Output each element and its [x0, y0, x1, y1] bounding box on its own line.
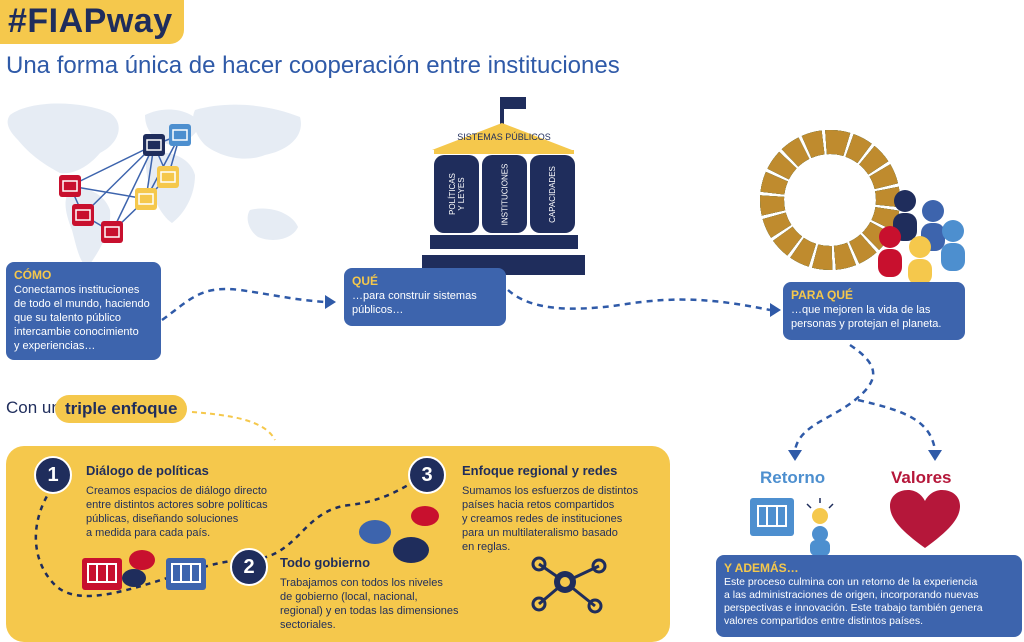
ademas-heading: Y ADEMÁS… [724, 561, 799, 575]
para-que-heading: PARA QUÉ [791, 288, 854, 302]
lightbulb-idea-icon [806, 498, 834, 556]
hashtag-title: #FIAPway [8, 2, 173, 40]
valores-label: Valores [891, 468, 952, 487]
page-subtitle: Una forma única de hacer cooperación ent… [6, 52, 620, 79]
hashtag-banner: #FIAPway [0, 0, 184, 44]
ademas-text: Este proceso culmina con un retorno de l… [724, 576, 983, 627]
public-systems-building: SISTEMAS PÚBLICOS POLÍTICAS Y LEYES INST… [420, 95, 586, 280]
como-heading: CÓMO [14, 268, 52, 282]
step-number-3: 3 [408, 456, 446, 494]
building-icon [422, 97, 586, 275]
para-que-box: PARA QUÉ …que mejoren la vida de las per… [783, 282, 965, 340]
approach-1-text: Creamos espacios de diálogo directo entr… [86, 485, 268, 539]
approaches-panel [6, 446, 670, 642]
sdg-wheel-people-illustration [760, 130, 965, 285]
institution-node-icon [143, 134, 165, 156]
speech-bubbles-icon [359, 506, 439, 563]
approach-1-title: Diálogo de políticas [86, 463, 209, 478]
para-que-text: …que mejoren la vida de las personas y p… [791, 304, 942, 330]
que-heading: QUÉ [352, 274, 379, 288]
approach-3-text: Sumamos los esfuerzos de distintos paíse… [462, 485, 639, 553]
step-number-2: 2 [230, 548, 268, 586]
triple-highlight: triple enfoque [55, 395, 188, 423]
que-box: QUÉ …para construir sistemas públicos… [344, 268, 506, 326]
retorno-icon [750, 498, 834, 556]
approach-2-text: Trabajamos con todos los niveles de gobi… [280, 577, 459, 631]
people-icon [878, 190, 965, 285]
retorno-label: Retorno [760, 468, 826, 487]
sdg-wheel-icon [760, 130, 900, 270]
approach-2-title: Todo gobierno [280, 555, 371, 570]
como-text: Conectamos instituciones de todo el mund… [14, 284, 150, 352]
triple-prefix: Con un [6, 398, 61, 417]
ademas-box: Y ADEMÁS… Este proceso culmina con un re… [716, 555, 1022, 637]
heart-icon [890, 490, 960, 548]
world-network-illustration [7, 103, 301, 267]
que-text: …para construir sistemas públicos… [352, 290, 477, 316]
roof-label: SISTEMAS PÚBLICOS [457, 132, 551, 142]
step-number-1: 1 [34, 456, 72, 494]
network-hub-icon [531, 556, 607, 614]
dialogue-institutions-icon [82, 550, 206, 590]
approach-3-title: Enfoque regional y redes [462, 463, 618, 478]
como-box: CÓMO Conectamos instituciones de todo el… [6, 262, 161, 360]
